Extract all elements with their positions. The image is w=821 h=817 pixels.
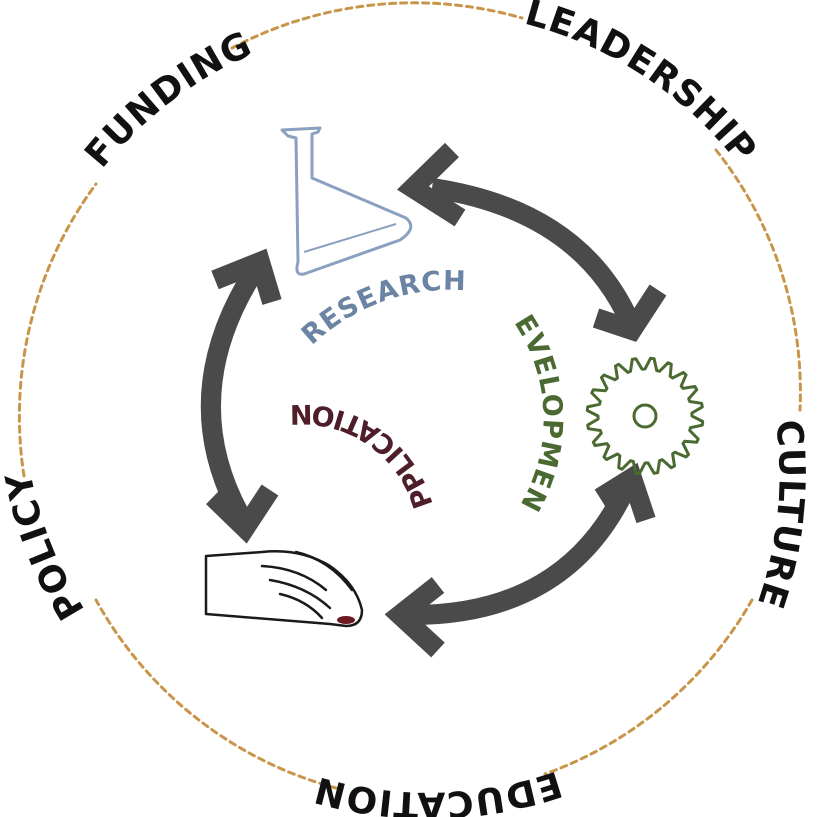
development-label: DEVELOPMENT: [0, 0, 568, 517]
research-label-text: RESEARCH: [296, 266, 466, 351]
funding-label: FUNDING: [77, 24, 258, 175]
cycle-arrows: [200, 142, 667, 658]
development-label-text: DEVELOPMENT: [0, 0, 567, 517]
arrow-development-application: [384, 462, 656, 658]
outer-dashed-ring: [17, 1, 802, 790]
leadership-label: LEADERSHIP: [521, 0, 764, 171]
arrow-research-development: [396, 142, 667, 342]
flask-icon: [280, 126, 413, 276]
research-label: RESEARCH: [296, 266, 467, 351]
culture-label: CULTURE: [749, 418, 812, 614]
education-label: EDUCATION: [310, 763, 567, 817]
policy-label: POLICY: [0, 468, 93, 627]
hand-icon: [204, 550, 364, 628]
gear-icon: [585, 356, 705, 476]
arrow-application-research: [200, 248, 282, 544]
